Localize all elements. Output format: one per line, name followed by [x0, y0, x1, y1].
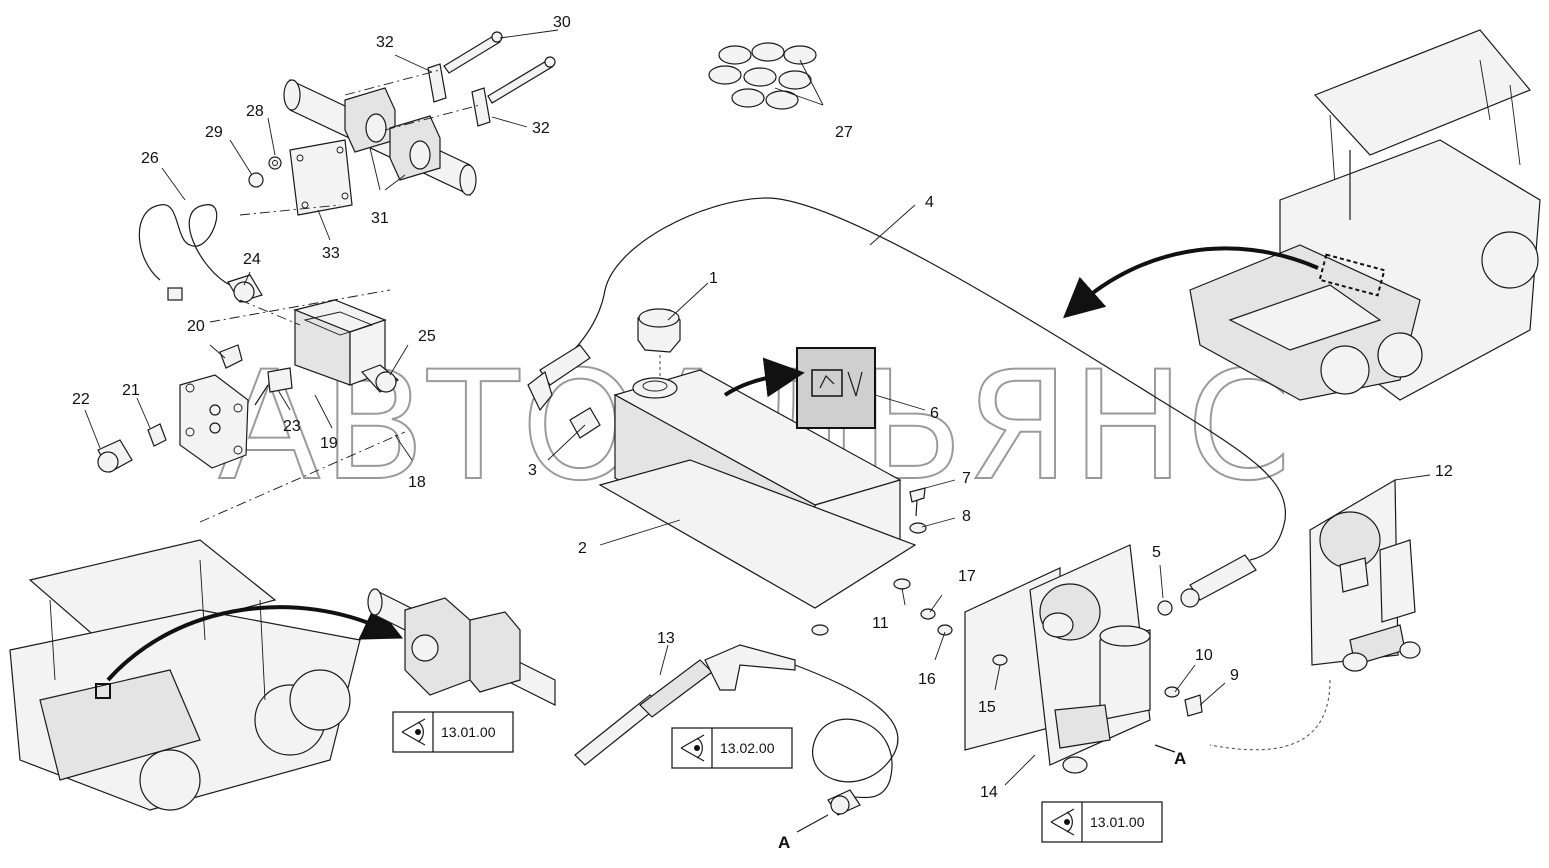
callout-32-top: 32	[376, 34, 394, 51]
reference-label: 13.02.00	[720, 740, 775, 756]
clamp-detail	[367, 588, 556, 706]
connection-mark-a-gun: A	[778, 833, 790, 852]
fitting-right	[1189, 554, 1257, 601]
callout-16: 16	[918, 671, 936, 688]
callout-18: 18	[408, 474, 426, 491]
callout-14: 14	[980, 784, 998, 801]
reference-box-1[interactable]: 13.01.00	[392, 711, 514, 753]
callout-15: 15	[978, 699, 996, 716]
pictogram-box	[796, 347, 876, 429]
sensor-cable	[138, 204, 263, 303]
spray-gun	[574, 644, 899, 816]
callout-17: 17	[958, 568, 976, 585]
callout-10: 10	[1195, 647, 1213, 664]
eye-view-icon	[1050, 808, 1075, 836]
eye-view-icon	[401, 718, 426, 746]
callout-33: 33	[322, 245, 340, 262]
callout-31: 31	[371, 210, 389, 227]
hose-line	[547, 197, 1286, 561]
callout-24: 24	[243, 251, 261, 268]
reference-box-2[interactable]: 13.02.00	[671, 727, 793, 769]
fluid-tank	[598, 308, 917, 609]
callout-8: 8	[962, 508, 971, 525]
callout-32-right: 32	[532, 120, 550, 137]
clamp-assembly	[239, 31, 556, 216]
callout-23: 23	[283, 418, 301, 435]
callout-12: 12	[1435, 463, 1453, 480]
callout-4: 4	[925, 194, 934, 211]
callout-19: 19	[320, 435, 338, 452]
callout-5: 5	[1152, 544, 1161, 561]
elbow-fitting	[527, 370, 553, 412]
callout-7: 7	[962, 470, 971, 487]
paver-machine-left	[9, 539, 361, 811]
curved-arrow-right	[1063, 246, 1319, 319]
callout-6: 6	[930, 405, 939, 422]
connector-line-a1	[1154, 744, 1176, 753]
connector-line-a2	[796, 814, 829, 833]
callout-1: 1	[709, 270, 718, 287]
fasteners	[811, 487, 927, 636]
callout-30: 30	[553, 14, 571, 31]
callout-9: 9	[1230, 667, 1239, 684]
fitting-3	[569, 407, 601, 439]
callout-28: 28	[246, 103, 264, 120]
callout-27: 27	[835, 124, 853, 141]
leader-lines	[84, 29, 1431, 786]
curved-arrow-left	[106, 603, 404, 682]
callout-3: 3	[528, 462, 537, 479]
callout-20: 20	[187, 318, 205, 335]
pointer-arrow	[723, 357, 805, 398]
caps-group	[708, 42, 817, 110]
pump-side-view	[1209, 478, 1421, 751]
callout-26: 26	[141, 150, 159, 167]
reference-label: 13.01.00	[1090, 814, 1145, 830]
wash-fluid-pictogram-icon	[819, 371, 863, 397]
callout-2: 2	[578, 540, 587, 557]
eye-view-icon	[680, 734, 705, 762]
paver-machine-right	[1189, 29, 1541, 401]
callout-22: 22	[72, 391, 90, 408]
junction-box	[97, 289, 406, 523]
reference-box-3[interactable]: 13.01.00	[1041, 801, 1163, 843]
callout-11: 11	[872, 615, 889, 632]
callout-25: 25	[418, 328, 436, 345]
callout-13: 13	[657, 630, 675, 647]
connection-mark-a-pump: A	[1174, 749, 1186, 768]
reference-label: 13.01.00	[441, 724, 496, 740]
pump-panel	[920, 544, 1203, 774]
callout-29: 29	[205, 124, 223, 141]
callout-21: 21	[122, 382, 140, 399]
